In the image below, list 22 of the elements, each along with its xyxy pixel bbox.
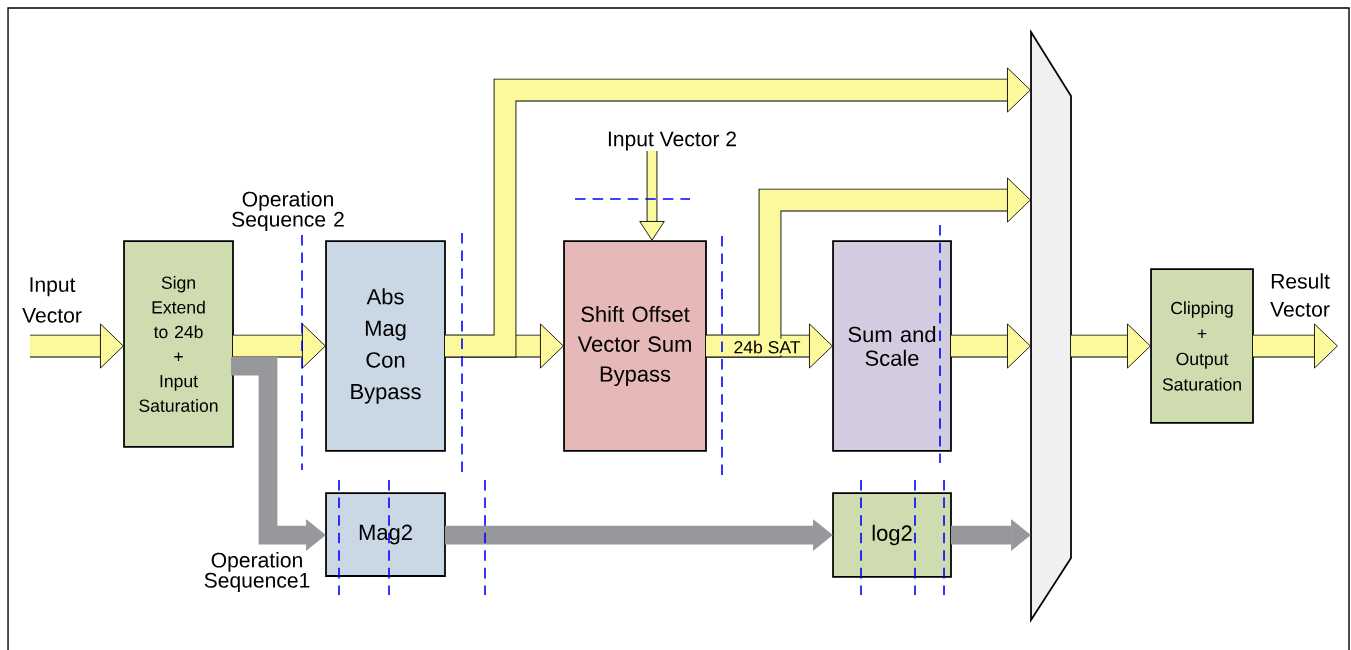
process-box: log2: [832, 492, 952, 578]
block-arrow: [445, 519, 833, 551]
block-arrow: [231, 356, 326, 551]
process-box: Sum and Scale: [832, 240, 952, 452]
block-arrow: [445, 67, 1031, 358]
block-arrow: [706, 177, 1031, 358]
block-arrow: [30, 323, 124, 369]
process-box: Shift Offset Vector Sum Bypass: [563, 240, 707, 452]
text-label: Input Vector: [22, 277, 82, 323]
block-arrow: [233, 323, 326, 369]
process-box: Mag2: [325, 492, 446, 577]
text-label: Operation Sequence1: [204, 552, 310, 592]
block-arrow: [951, 323, 1031, 369]
block-arrow: [1071, 323, 1151, 369]
block-arrow: [951, 519, 1031, 551]
process-box: Clipping + Output Saturation: [1150, 268, 1254, 424]
block-arrow: [639, 151, 665, 241]
process-box: Abs Mag Con Bypass: [325, 240, 446, 452]
text-label: Operation Sequence 2: [232, 191, 344, 231]
block-arrow: [1253, 323, 1338, 369]
process-box: Sign Extend to 24b + Input Saturation: [123, 240, 234, 448]
text-label: Input Vector 2: [608, 131, 736, 151]
